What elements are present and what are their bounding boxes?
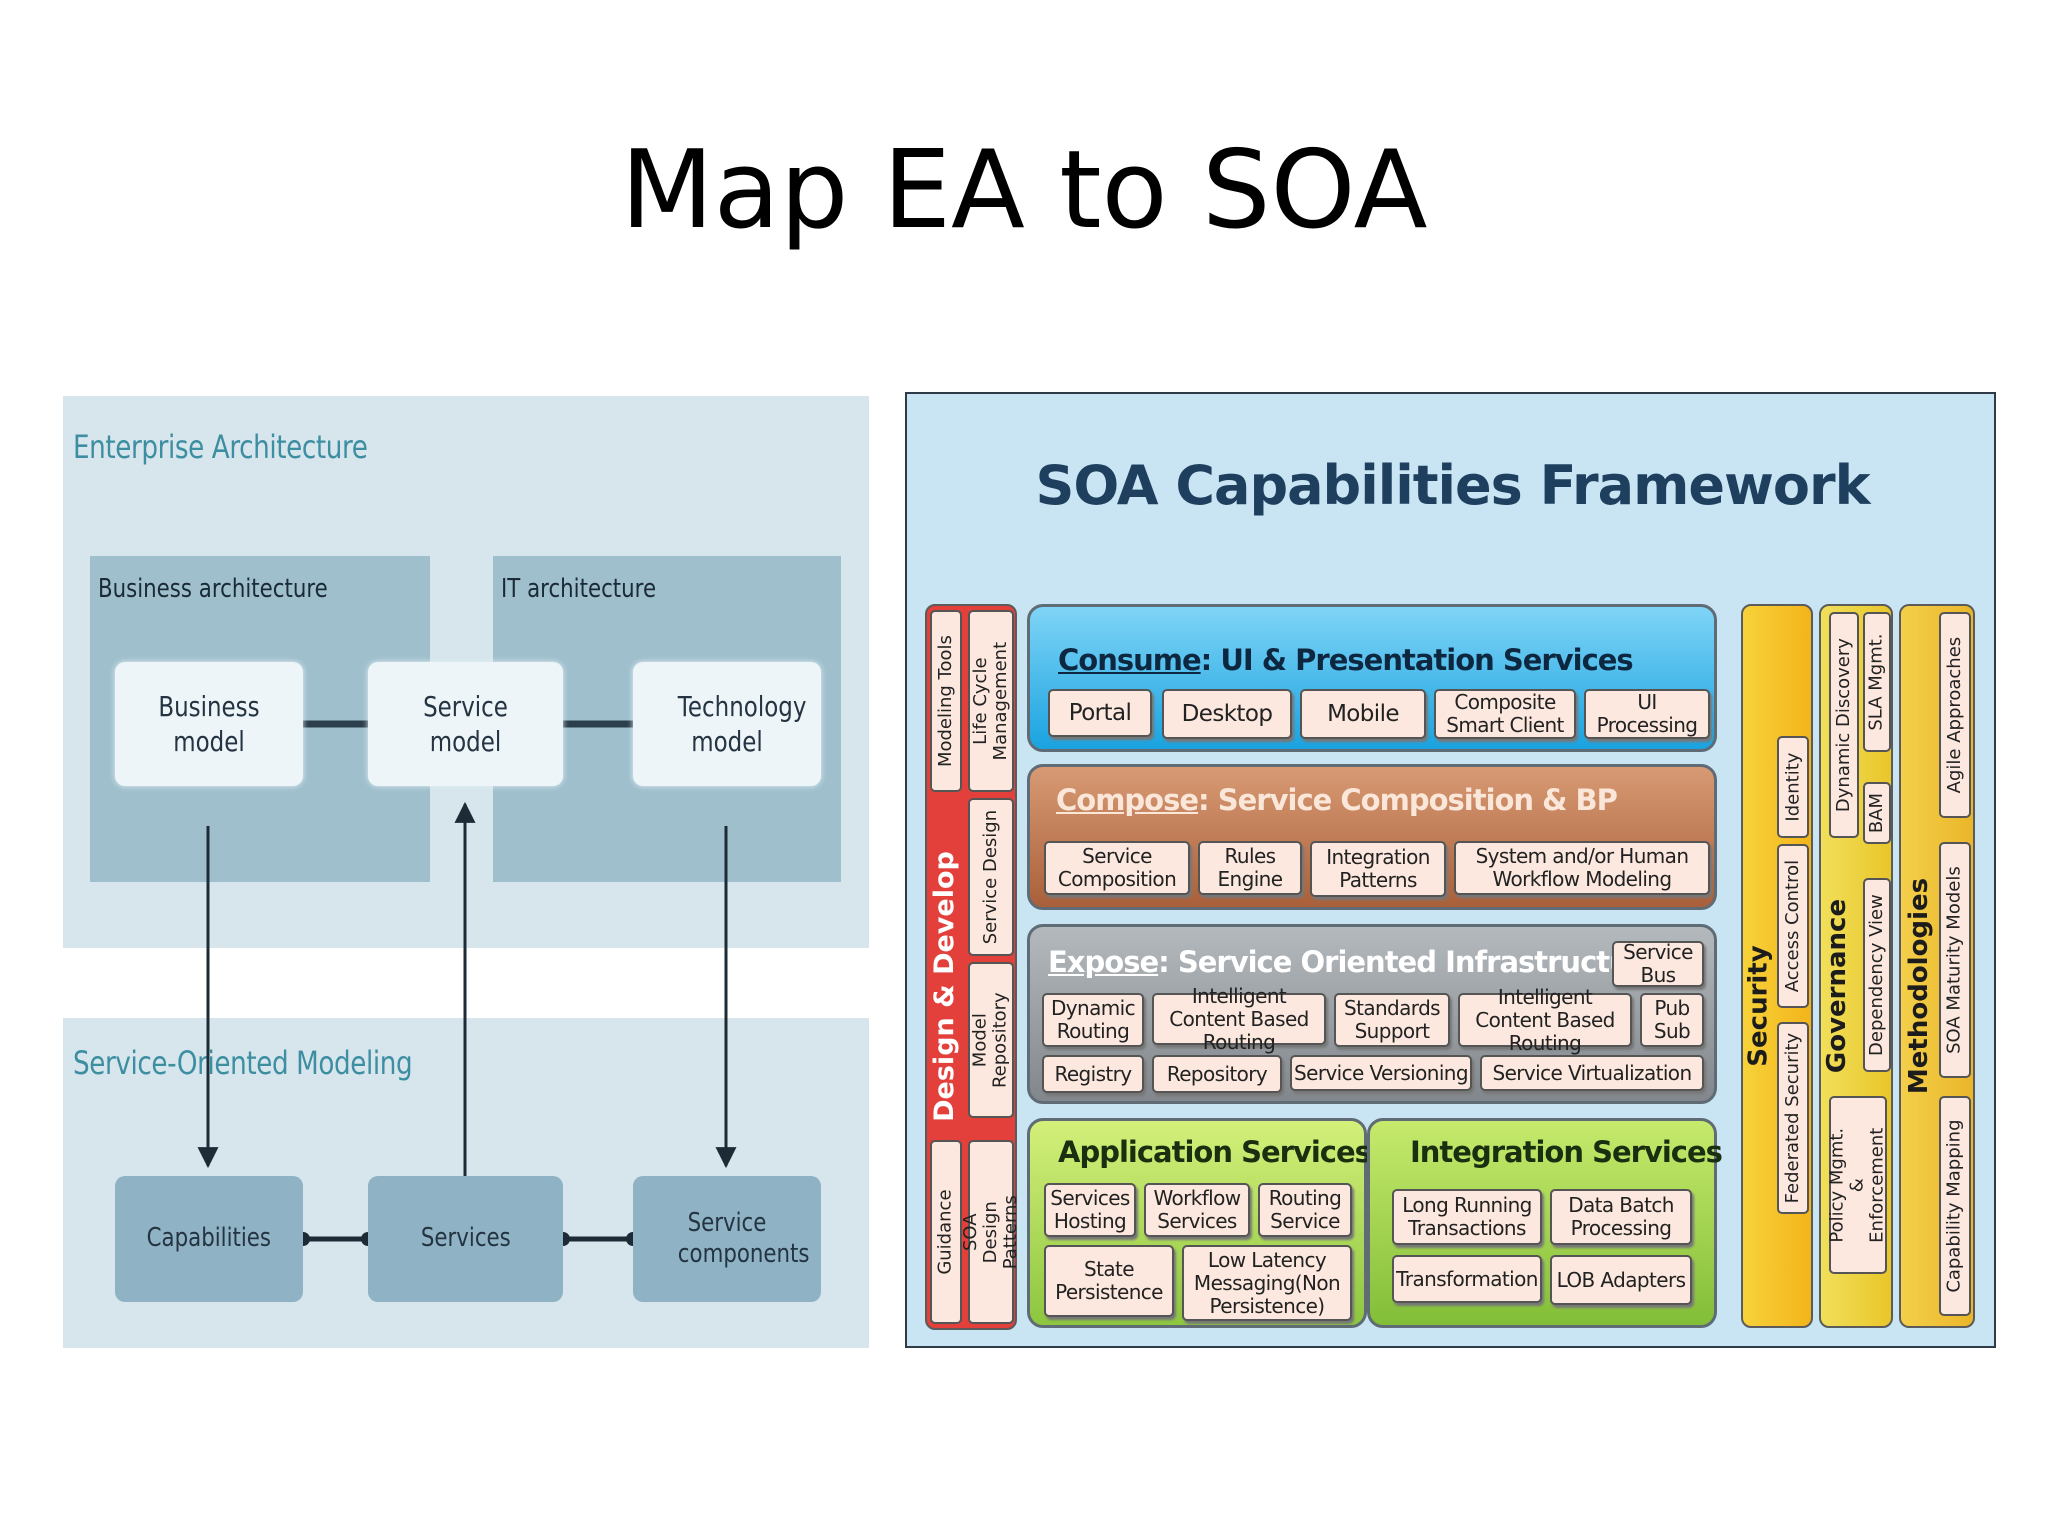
slide-title: Map EA to SOA bbox=[620, 128, 1428, 253]
business-architecture-title: Business architecture bbox=[98, 574, 328, 604]
dependency-view: Dependency View bbox=[1863, 878, 1891, 1072]
integration-patterns: Integration Patterns bbox=[1310, 841, 1446, 897]
workflow-services: Workflow Services bbox=[1144, 1183, 1250, 1237]
long-running-transactions: Long Running Transactions bbox=[1392, 1189, 1542, 1245]
service-model-box: Service model bbox=[368, 662, 563, 786]
soa-framework: SOA Capabilities Framework Design & Deve… bbox=[905, 392, 1996, 1348]
intelligent-content-routing-2: Intelligent Content Based Routing bbox=[1458, 985, 1632, 1054]
portal: Portal bbox=[1048, 689, 1152, 737]
services-box: Services bbox=[368, 1176, 563, 1302]
framework-title: SOA Capabilities Framework bbox=[1035, 454, 1870, 517]
technology-model-box: Technology model bbox=[633, 662, 821, 786]
guidance: Guidance bbox=[930, 1140, 962, 1324]
workflow-modeling: System and/or Human Workflow Modeling bbox=[1454, 841, 1710, 895]
identity: Identity bbox=[1777, 736, 1809, 838]
service-composition: Service Composition bbox=[1044, 841, 1190, 895]
agile-approaches: Agile Approaches bbox=[1939, 612, 1971, 818]
ui-processing: UI Processing bbox=[1584, 689, 1710, 739]
lob-adapters: LOB Adapters bbox=[1550, 1255, 1692, 1305]
rules-engine: Rules Engine bbox=[1198, 841, 1302, 895]
service-bus: Service Bus bbox=[1612, 941, 1704, 987]
federated-security: Federated Security bbox=[1777, 1022, 1809, 1214]
governance-panel: Governance Dynamic Discovery SLA Mgmt. B… bbox=[1819, 604, 1893, 1328]
registry: Registry bbox=[1042, 1055, 1144, 1093]
standards-support: Standards Support bbox=[1334, 993, 1450, 1047]
integration-services-title: Integration Services bbox=[1410, 1135, 1723, 1169]
consume-panel: Consume: UI & Presentation Services Port… bbox=[1027, 604, 1717, 752]
application-services-panel: Application Services Services Hosting Wo… bbox=[1027, 1118, 1372, 1328]
modeling-tools: Modeling Tools bbox=[930, 610, 962, 792]
repository: Repository bbox=[1152, 1055, 1282, 1093]
routing-service: Routing Service bbox=[1258, 1183, 1352, 1237]
governance-title: Governance bbox=[1822, 898, 1852, 1074]
methodologies-title: Methodologies bbox=[1904, 877, 1935, 1095]
methodologies-panel: Methodologies Agile Approaches SOA Matur… bbox=[1899, 604, 1975, 1328]
mobile: Mobile bbox=[1300, 689, 1426, 739]
ea-diagram: Enterprise Architecture Business archite… bbox=[63, 396, 869, 1348]
expose-title: Expose: Service Oriented Infrastructure bbox=[1048, 945, 1662, 979]
security-panel: Security Identity Access Control Federat… bbox=[1741, 604, 1813, 1328]
design-develop-title: Design & Develop bbox=[928, 850, 960, 1122]
composite-smart-client: Composite Smart Client bbox=[1434, 689, 1576, 739]
dynamic-discovery: Dynamic Discovery bbox=[1829, 612, 1859, 838]
bam: BAM bbox=[1863, 782, 1891, 844]
integration-services-panel: Integration Services Long Running Transa… bbox=[1367, 1118, 1723, 1328]
model-repository: Model Repository bbox=[968, 962, 1014, 1118]
life-cycle-management: Life Cycle Management bbox=[968, 610, 1014, 792]
capability-mapping: Capability Mapping bbox=[1939, 1096, 1971, 1316]
service-oriented-modeling-title: Service-Oriented Modeling bbox=[73, 1044, 413, 1082]
sla-mgmt: SLA Mgmt. bbox=[1863, 612, 1891, 752]
desktop: Desktop bbox=[1162, 689, 1292, 739]
application-services-title: Application Services bbox=[1058, 1135, 1372, 1169]
transformation: Transformation bbox=[1392, 1255, 1542, 1303]
compose-title: Compose: Service Composition & BP bbox=[1056, 783, 1618, 817]
compose-panel: Compose: Service Composition & BP Servic… bbox=[1027, 764, 1717, 910]
business-model-box: Business model bbox=[115, 662, 303, 786]
service-versioning: Service Versioning bbox=[1290, 1055, 1472, 1091]
soa-design-patterns: SOA Design Patterns bbox=[960, 1140, 1021, 1324]
service-virtualization: Service Virtualization bbox=[1480, 1055, 1704, 1091]
security-title: Security bbox=[1744, 945, 1774, 1067]
expose-panel: Expose: Service Oriented Infrastructure … bbox=[1027, 924, 1717, 1104]
intelligent-content-routing-1: Intelligent Content Based Routing bbox=[1152, 984, 1326, 1053]
policy-mgmt-enforcement: Policy Mgmt. & Enforcement bbox=[1827, 1096, 1888, 1274]
it-architecture-title: IT architecture bbox=[501, 574, 657, 604]
service-components-box: Service components bbox=[633, 1176, 821, 1302]
dynamic-routing: Dynamic Routing bbox=[1042, 993, 1144, 1047]
soa-maturity-models: SOA Maturity Models bbox=[1939, 842, 1971, 1078]
state-persistence: State Persistence bbox=[1044, 1245, 1174, 1317]
access-control: Access Control bbox=[1777, 844, 1809, 1008]
enterprise-architecture-title: Enterprise Architecture bbox=[73, 428, 368, 466]
pub-sub: Pub Sub bbox=[1640, 993, 1704, 1047]
service-design: Service Design bbox=[968, 798, 1014, 956]
consume-title: Consume: UI & Presentation Services bbox=[1058, 643, 1634, 677]
data-batch-processing: Data Batch Processing bbox=[1550, 1189, 1692, 1245]
capabilities-box: Capabilities bbox=[115, 1176, 303, 1302]
services-hosting: Services Hosting bbox=[1044, 1183, 1136, 1237]
design-develop-panel: Design & Develop Modeling Tools Life Cyc… bbox=[925, 604, 1021, 1330]
low-latency-messaging: Low Latency Messaging(Non Persistence) bbox=[1182, 1245, 1352, 1321]
